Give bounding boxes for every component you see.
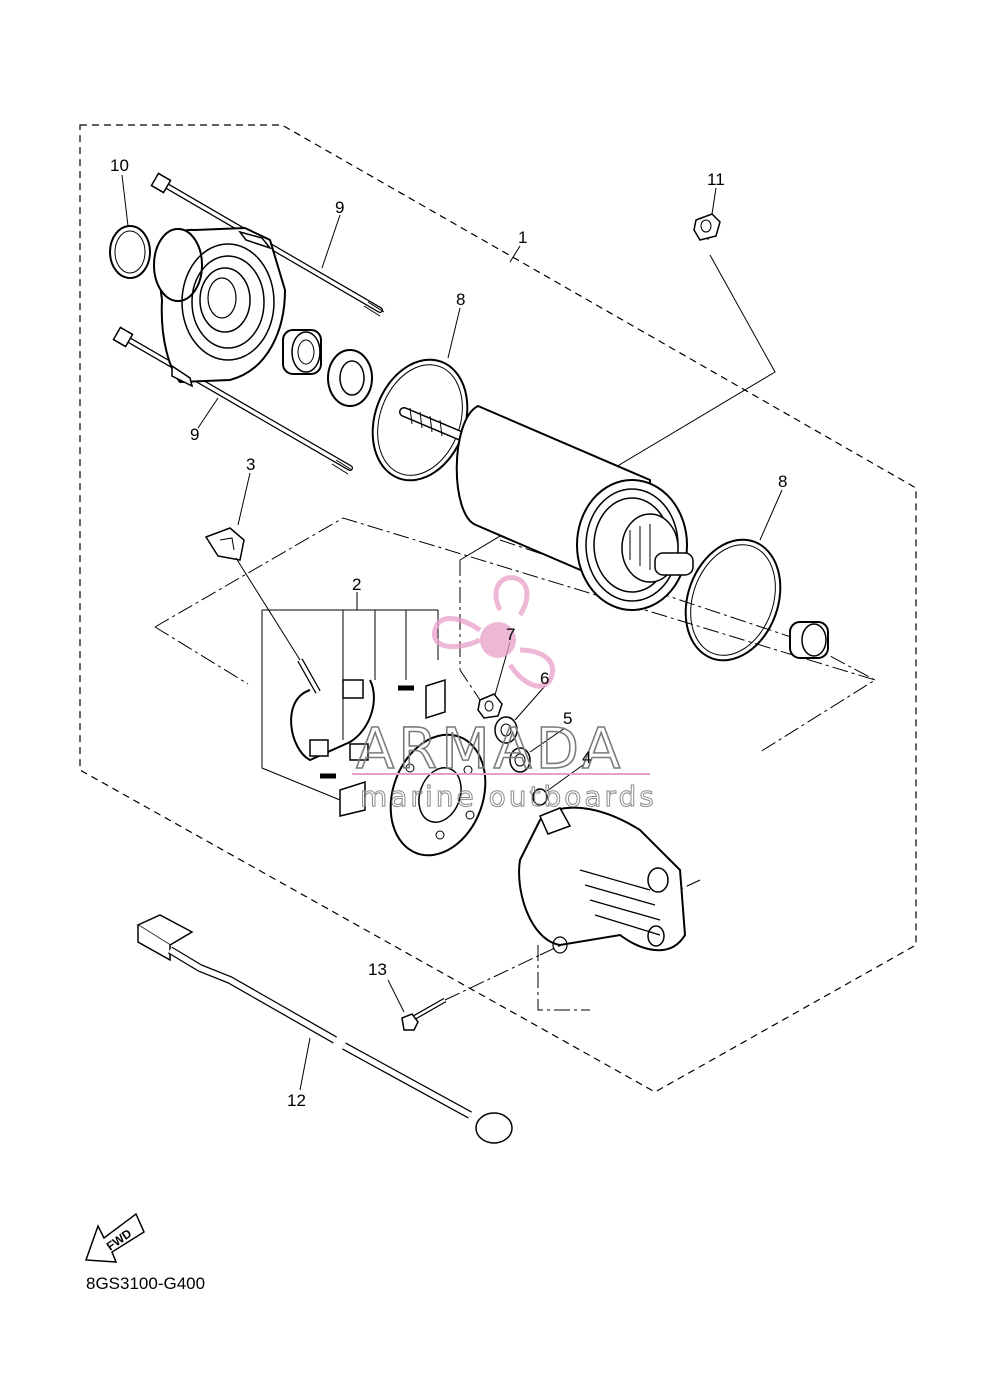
cable-part-12 (136, 914, 513, 1144)
front-cover (153, 226, 287, 388)
nut-part-7 (477, 641, 511, 719)
bolt-part-13 (387, 954, 541, 1031)
brush-plate (389, 733, 487, 857)
front-bearing (282, 329, 322, 375)
washer-part-6 (494, 685, 546, 744)
watermark-brand: ARMADA (356, 717, 624, 782)
motor-yoke (399, 404, 694, 611)
leader-line-1 (509, 245, 521, 263)
callout-7: 7 (506, 625, 515, 644)
callout-4: 4 (582, 748, 591, 767)
o-ring-part-10 (109, 174, 151, 279)
callout-10: 10 (110, 156, 129, 175)
callout-13: 13 (368, 960, 387, 979)
rear-housing (518, 806, 687, 954)
rear-bearing (789, 621, 829, 659)
callout-3: 3 (246, 455, 255, 474)
callout-2: 2 (352, 575, 361, 594)
callout-8-front: 8 (456, 290, 465, 309)
callout-5: 5 (563, 709, 572, 728)
watermark-logo (432, 575, 556, 689)
callout-1: 1 (518, 228, 527, 247)
callout-11: 11 (707, 170, 725, 189)
through-bolt-part-9-lower (112, 326, 353, 475)
callout-6: 6 (540, 669, 549, 688)
callout-9-lower: 9 (190, 425, 199, 444)
callout-9-upper: 9 (335, 198, 344, 217)
oil-seal (327, 349, 373, 407)
nut-part-11 (693, 213, 721, 241)
brush-holder-part-2 (261, 592, 446, 817)
fwd-arrow-icon (84, 1212, 145, 1263)
clip-part-3 (204, 472, 301, 661)
washer-part-5 (509, 727, 566, 773)
washer-part-4 (532, 764, 584, 806)
watermark-tagline: marine outboards (360, 780, 657, 813)
callout-8-rear: 8 (778, 472, 787, 491)
callout-12: 12 (287, 1091, 306, 1110)
diagram-code: 8GS3100-G400 (86, 1274, 205, 1293)
armature-axis-line (459, 539, 876, 701)
o-ring-part-8-rear (684, 489, 783, 662)
